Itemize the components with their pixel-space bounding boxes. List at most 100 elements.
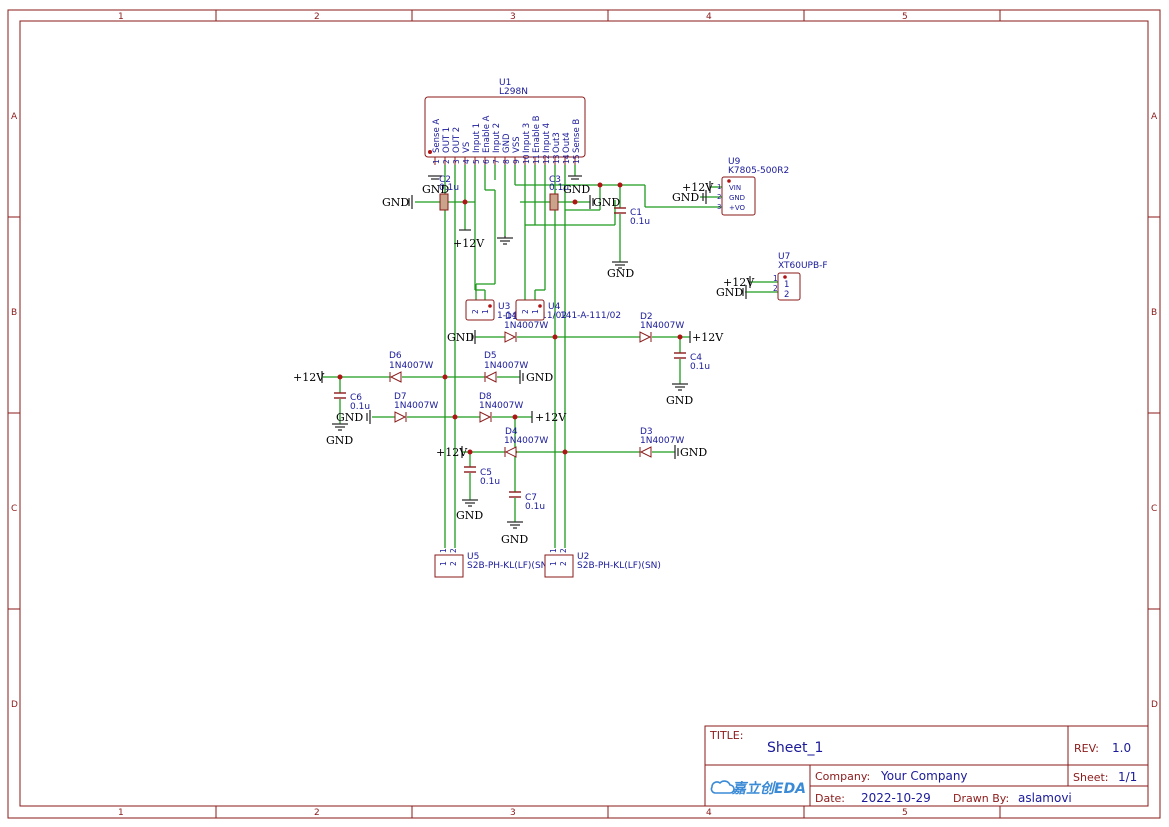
drawn-label: Drawn By: — [953, 792, 1009, 805]
gnd-label: GND — [382, 196, 409, 209]
u1-pin-num: 10 — [522, 154, 531, 164]
logo-text: 嘉立创EDA — [731, 780, 806, 797]
outer-border — [7, 9, 1161, 819]
u1-pin-num: 4 — [462, 159, 471, 164]
u7-ref: U7 — [778, 252, 790, 262]
gnd-icon — [471, 330, 476, 344]
u1-pin-name: Input 1 — [472, 123, 482, 153]
u1-pin-num: 2 — [442, 159, 451, 164]
c3-ref: C3 — [549, 175, 561, 185]
c3-capacitor[interactable]: C3 0.1u — [549, 175, 569, 211]
d1-ref: D1 — [505, 312, 518, 322]
u1-pin-name: VS — [462, 142, 472, 153]
d8-diode[interactable]: D8 1N4007W — [479, 392, 523, 423]
u1-pin-num: 7 — [492, 159, 501, 164]
junctions — [337, 182, 683, 455]
u1-pin-num: 9 — [512, 159, 521, 164]
c5-capacitor[interactable]: C5 0.1u — [464, 466, 500, 487]
c7-ref: C7 — [525, 493, 537, 503]
u1-pin-name: Out4 — [562, 132, 572, 153]
col-label-top: 4 — [706, 12, 712, 22]
c2-capacitor[interactable]: C2 0.1u — [439, 175, 459, 211]
c7-capacitor[interactable]: C7 0.1u — [509, 491, 545, 512]
c1-value: 0.1u — [630, 217, 650, 227]
gnd-label: GND — [447, 331, 474, 344]
vplus-label: +12V — [682, 181, 714, 194]
u4-pin-1: 1 — [531, 309, 540, 314]
drawn-value: aslamovi — [1018, 791, 1072, 805]
d6-diode[interactable]: D6 1N4007W — [389, 351, 433, 383]
c5-ref: C5 — [480, 468, 492, 478]
u2-pin-num-1: 1 — [549, 548, 558, 553]
u9-pin-name: +VO — [729, 204, 746, 212]
gnd-icon — [507, 521, 523, 529]
u1-l298n[interactable]: U1 L298N Sense A OUT 1 OUT 2 VS Input 1 … — [424, 78, 586, 165]
u9-pin-name: GND — [729, 194, 745, 202]
c6-capacitor[interactable]: C6 0.1u — [334, 392, 370, 412]
u1-pin-name: Sense A — [432, 119, 442, 153]
d7-diode[interactable]: D7 1N4007W — [394, 392, 438, 423]
zone-dividers — [8, 10, 1160, 818]
u9-pin-num: 3 — [717, 203, 721, 211]
u4-pin-2: 2 — [521, 309, 530, 314]
u1-pin-name: Sense B — [572, 119, 582, 153]
col-label-bottom: 1 — [118, 808, 124, 818]
gnd-icon — [702, 190, 707, 204]
col-label-bottom: 3 — [510, 808, 516, 818]
row-label-right: D — [1151, 700, 1158, 710]
d2-value: 1N4007W — [640, 321, 684, 331]
d3-ref: D3 — [640, 427, 653, 437]
u1-pin-name: Enable B — [532, 115, 542, 153]
c4-value: 0.1u — [690, 362, 710, 372]
u4-switch[interactable]: 2 1 U4 141-A-111/02 — [515, 299, 621, 321]
vplus-label: +12V — [535, 411, 567, 424]
u2-value: S2B-PH-KL(LF)(SN) — [577, 561, 661, 571]
c1-capacitor[interactable]: C1 0.1u — [614, 207, 650, 227]
u5-value: S2B-PH-KL(LF)(SN) — [467, 561, 551, 571]
u5-connector[interactable]: 1 2 1 2 U5 S2B-PH-KL(LF)(SN) — [434, 548, 551, 578]
col-label-top: 5 — [902, 12, 908, 22]
u7-connector[interactable]: U7 XT60UPB-F 1 2 1 2 — [773, 252, 828, 301]
d2-diode[interactable]: D2 1N4007W — [639, 312, 684, 343]
u1-pins — [434, 157, 576, 165]
u1-pin-num: 8 — [502, 159, 511, 164]
u9-regulator[interactable]: U9 K7805-500R2 VIN GND +VO 1 2 3 — [717, 157, 789, 216]
c4-capacitor[interactable]: C4 0.1u — [674, 352, 710, 372]
row-label-right: A — [1151, 112, 1158, 122]
vplus-label: +12V — [723, 276, 755, 289]
gnd-icon — [408, 195, 413, 209]
gnd-label: GND — [666, 394, 693, 407]
u1-pin-name: Enable A — [482, 115, 492, 153]
date-label: Date: — [815, 792, 845, 805]
u9-pin-num: 1 — [717, 183, 721, 191]
u1-value: L298N — [499, 87, 528, 97]
d1-value: 1N4007W — [504, 321, 548, 331]
u5-pin-num-2: 2 — [449, 548, 458, 553]
c7-value: 0.1u — [525, 502, 545, 512]
vplus-label: +12V — [692, 331, 724, 344]
gnd-icon — [742, 285, 747, 299]
u5-pin-2: 2 — [449, 561, 458, 566]
d4-diode[interactable]: D4 1N4007W — [504, 427, 548, 458]
row-label-left: D — [11, 700, 18, 710]
gnd-icon — [568, 175, 582, 180]
sheet-value: 1/1 — [1118, 770, 1137, 784]
row-label-right: C — [1151, 504, 1157, 514]
u2-connector[interactable]: 1 2 1 2 U2 S2B-PH-KL(LF)(SN) — [544, 548, 661, 578]
gnd-icon — [589, 195, 594, 209]
u9-value: K7805-500R2 — [728, 166, 789, 176]
d1-diode[interactable]: D1 1N4007W — [504, 312, 548, 343]
d2-ref: D2 — [640, 312, 653, 322]
sheet-label: Sheet: — [1073, 771, 1109, 784]
vplus-label: +12V — [453, 237, 485, 250]
u9-pin-name: VIN — [729, 184, 741, 192]
d3-diode[interactable]: D3 1N4007W — [639, 427, 684, 458]
gnd-label: GND — [326, 434, 353, 447]
wires — [322, 165, 778, 548]
c1-ref: C1 — [630, 208, 642, 218]
company-value: Your Company — [880, 769, 968, 783]
u1-pin-name: Input 4 — [542, 123, 552, 153]
d5-diode[interactable]: D5 1N4007W — [484, 351, 528, 383]
c5-value: 0.1u — [480, 477, 500, 487]
